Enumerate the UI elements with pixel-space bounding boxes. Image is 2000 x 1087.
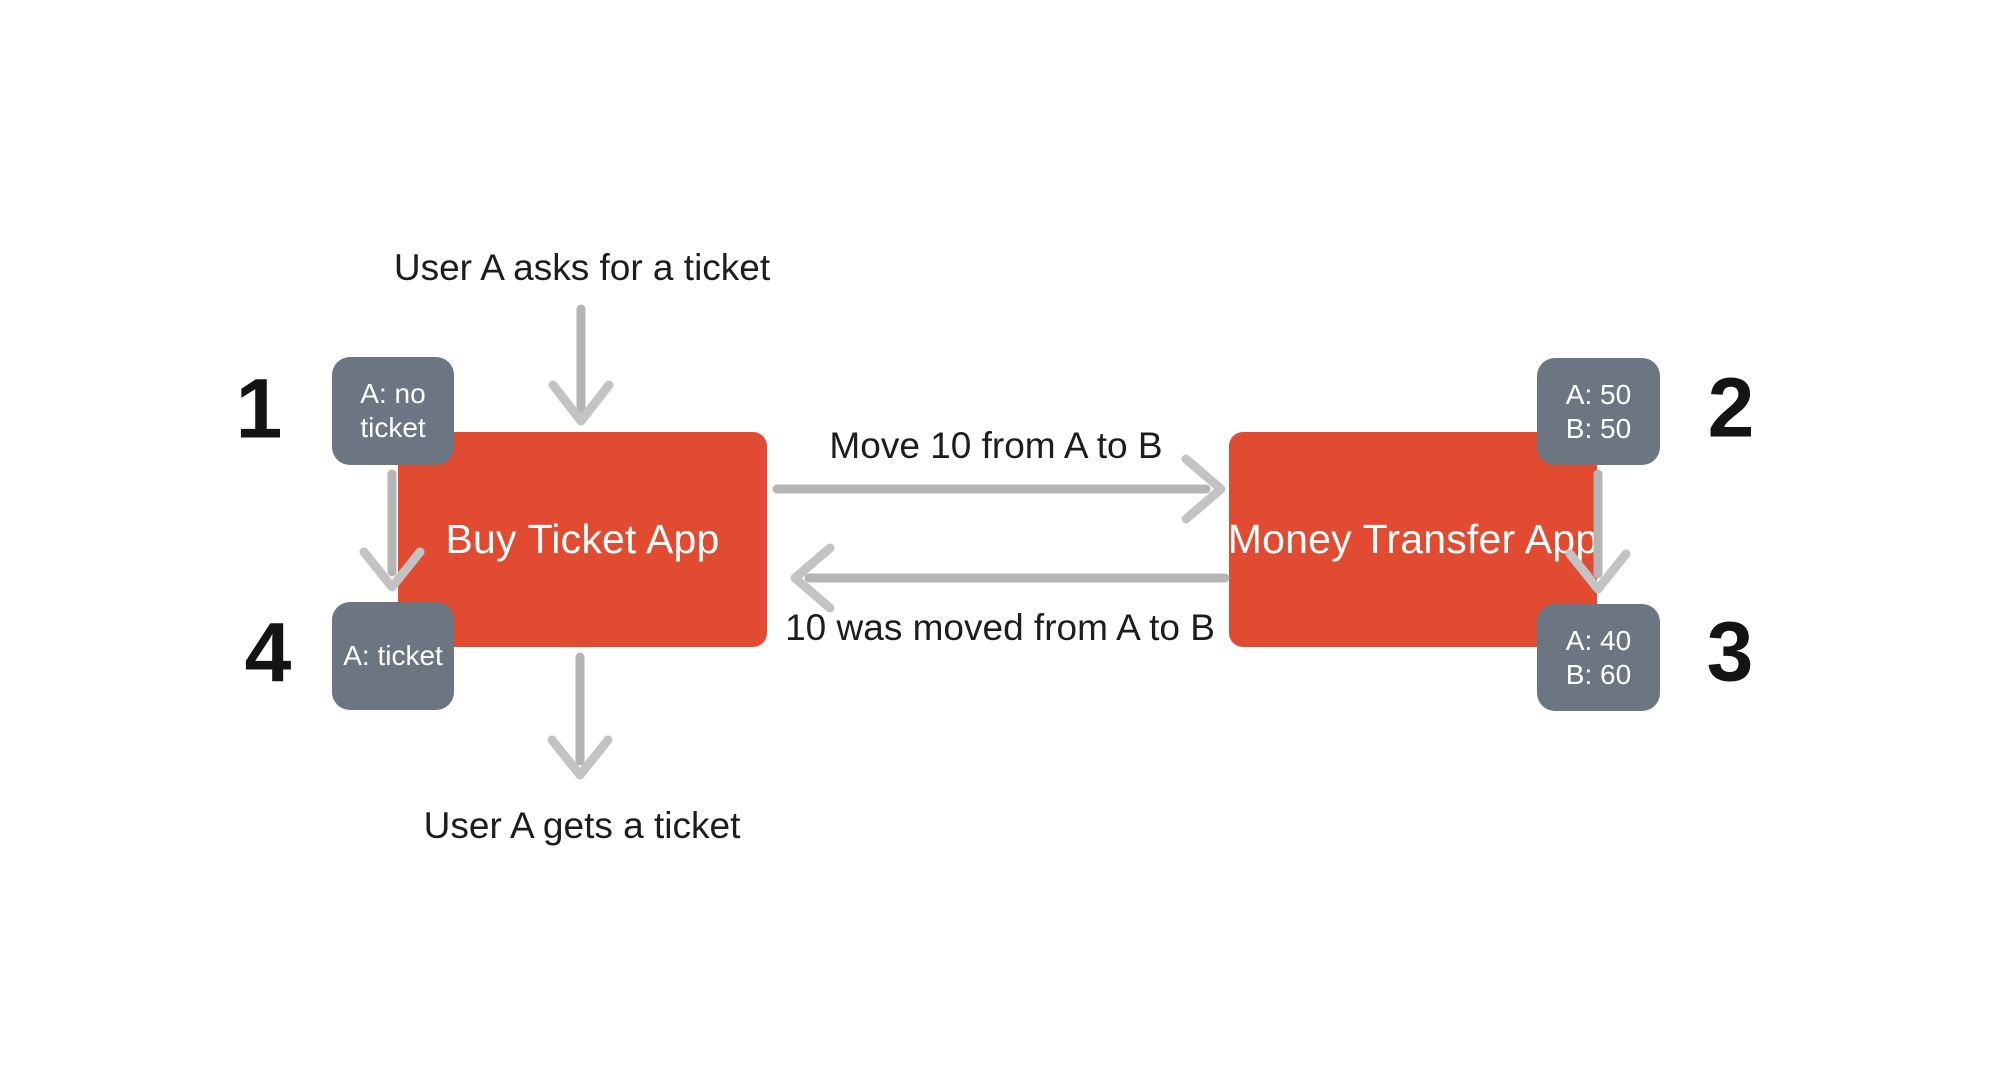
label-user-request: User A asks for a ticket: [393, 247, 771, 288]
buy-ticket-app-title: Buy Ticket App: [445, 516, 720, 562]
label-transfer-request: Move 10 from A to B: [829, 425, 1163, 466]
state-badge-step-2: A: 50 B: 50: [1537, 358, 1660, 465]
state-badge-step-4: A: ticket: [332, 602, 454, 710]
state-badge-step-1: A: no ticket: [332, 357, 454, 465]
state-badge-line: A: ticket: [343, 640, 443, 671]
label-user-result: User A gets a ticket: [423, 805, 741, 846]
state-badge-line: B: 60: [1565, 658, 1632, 690]
arrow-down-user-request-icon: [548, 304, 614, 426]
arrow-right-transfer-request-icon: [772, 454, 1226, 524]
arrow-left-transfer-response-icon: [790, 543, 1230, 613]
state-badge-line: B: 50: [1565, 412, 1632, 444]
box-money-transfer-app: Money Transfer App: [1227, 432, 1599, 647]
state-badge-step-3: A: 40 B: 60: [1537, 604, 1660, 711]
step-number-4: 4: [244, 605, 292, 700]
state-badge-line: A: 50: [1565, 378, 1632, 410]
box-buy-ticket-app: Buy Ticket App: [398, 432, 767, 647]
step-number-1: 1: [235, 361, 283, 456]
label-transfer-response: 10 was moved from A to B: [785, 607, 1215, 648]
money-transfer-app-title: Money Transfer App: [1227, 516, 1599, 562]
state-badge-line: ticket: [360, 412, 426, 443]
state-badge-line: A: 40: [1565, 624, 1632, 656]
arrow-down-user-result-icon: [547, 652, 613, 780]
state-badge-line: A: no: [360, 378, 426, 409]
step-number-3: 3: [1706, 604, 1754, 699]
step-number-2: 2: [1707, 360, 1755, 455]
